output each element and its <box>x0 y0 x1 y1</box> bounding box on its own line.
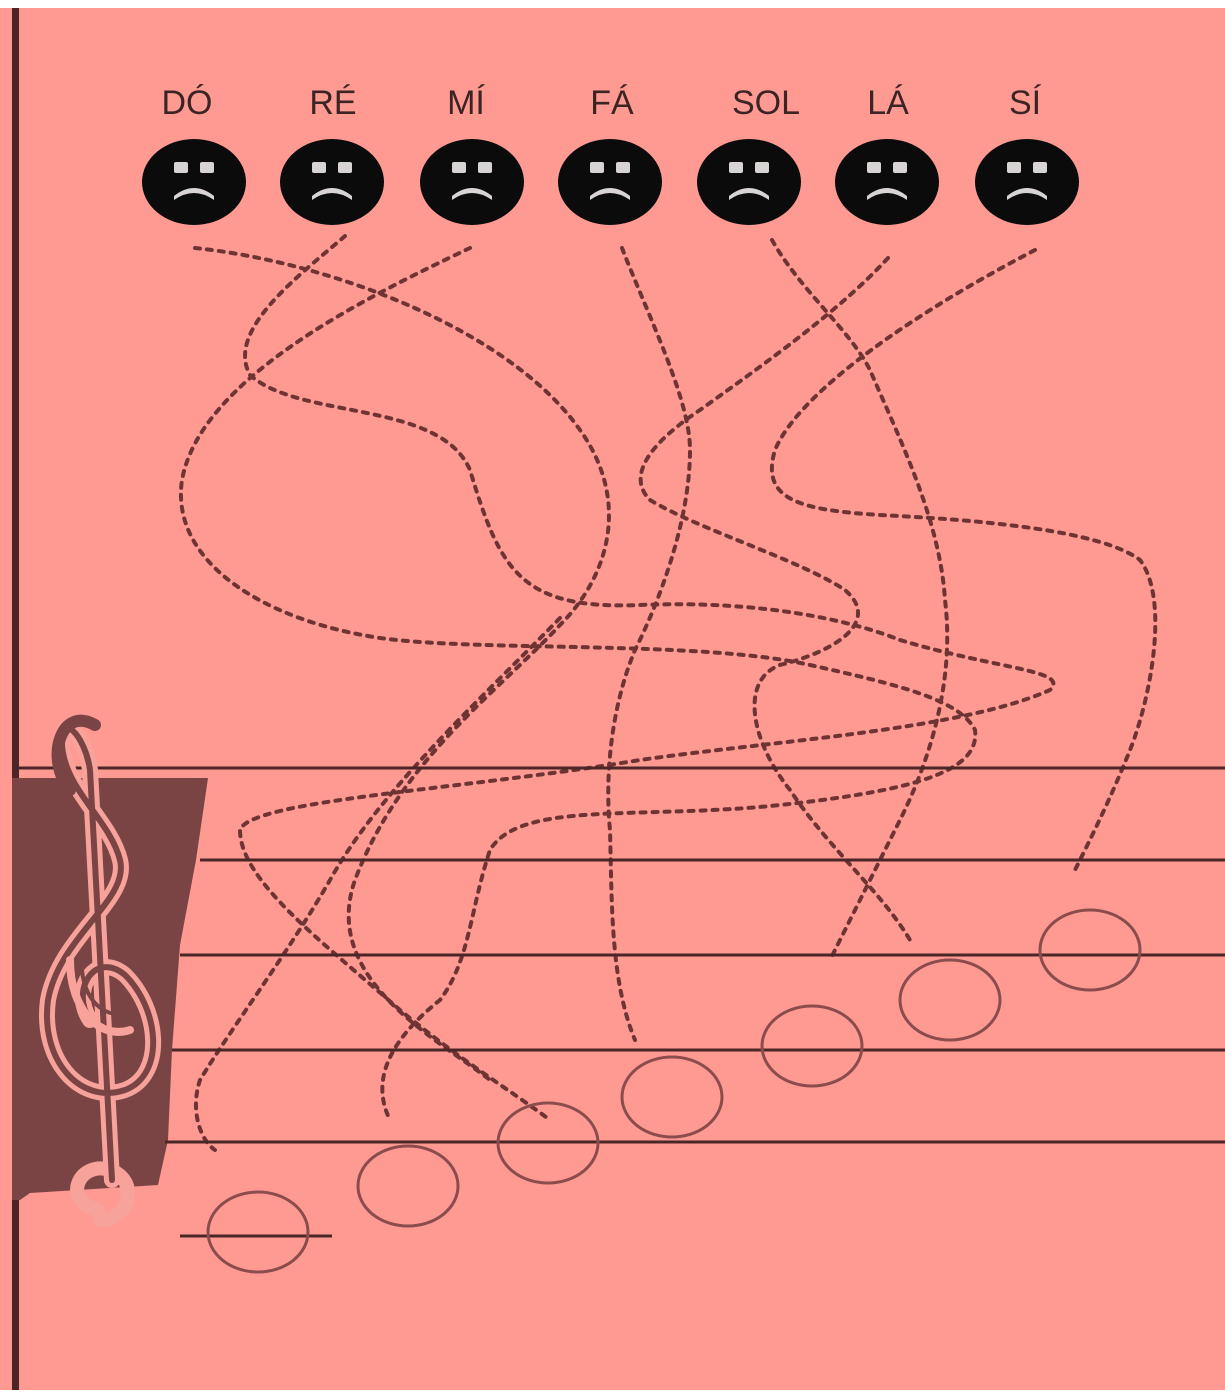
bottom-white-border <box>0 1390 1225 1395</box>
note-label-sol: SOL <box>732 84 800 122</box>
note-label-re: RÉ <box>309 84 356 122</box>
sad-face-icon <box>835 139 939 225</box>
sad-face-icon <box>280 139 384 225</box>
note-label-mi: MÍ <box>447 84 485 122</box>
top-white-border <box>0 0 1225 8</box>
note-label-si: SÍ <box>1009 84 1042 122</box>
sad-face-icon <box>558 139 662 225</box>
sad-face-icon <box>697 139 801 225</box>
note-label-la: LÁ <box>867 84 909 122</box>
note-label-do: DÓ <box>162 84 213 122</box>
sad-face-icon <box>142 139 246 225</box>
sad-face-icon <box>420 139 524 225</box>
note-label-fa: FÁ <box>590 84 634 122</box>
sad-face-icon <box>975 139 1079 225</box>
